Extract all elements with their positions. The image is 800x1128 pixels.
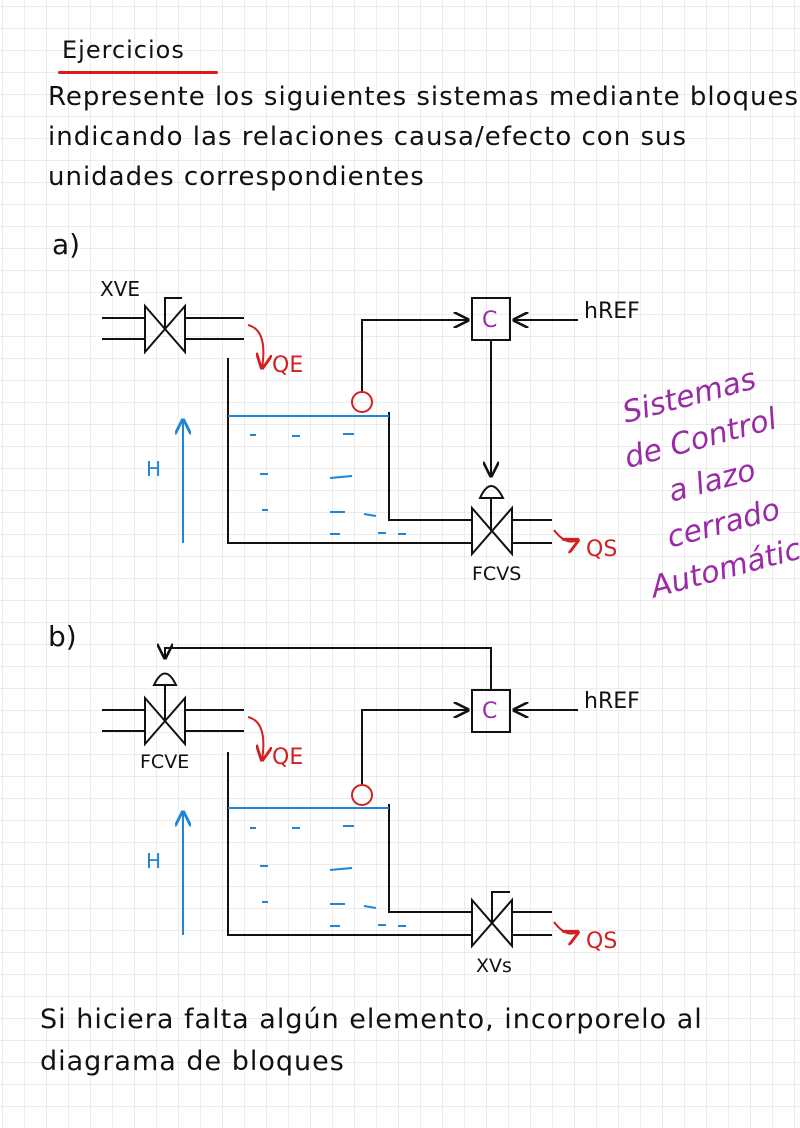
- inlet-valve-label-b: FCVE: [140, 751, 189, 773]
- valve-handle-b: [491, 891, 510, 923]
- tank-a: [227, 358, 472, 544]
- level-sensor-b: [351, 784, 373, 806]
- actuator-b: [152, 672, 178, 686]
- inlet-valve-a: [144, 303, 186, 355]
- outlet-flow-arrow-a: [553, 529, 578, 542]
- footer-line-1: Si hiciera falta algún elemento, incorpo…: [40, 1004, 703, 1035]
- outlet-flow-arrow-b: [553, 921, 578, 934]
- inlet-flow-arrow-b: [247, 716, 263, 760]
- sensor-line-b: [361, 710, 468, 784]
- valve-handle-a: [164, 297, 182, 329]
- outlet-flow-label-a: QS: [586, 537, 617, 562]
- outlet-flow-label-b: QS: [586, 929, 617, 954]
- intro-line-2: indicando las relaciones causa/efecto co…: [48, 122, 688, 152]
- water-dashes-a: [250, 433, 406, 535]
- inlet-valve-b: [144, 695, 186, 747]
- tank-b: [227, 752, 472, 936]
- level-label-a: H: [146, 457, 161, 481]
- control-signal-b: [165, 648, 492, 690]
- controller-label-a: C: [482, 308, 497, 333]
- inlet-valve-label-a: XVE: [100, 277, 140, 301]
- intro-line-3: unidades correspondientes: [48, 162, 425, 192]
- inlet-flow-label-b: QE: [272, 745, 303, 770]
- outlet-valve-label-a: FCVS: [472, 563, 521, 585]
- outlet-valve-a: [471, 505, 513, 557]
- actuator-a: [478, 485, 505, 499]
- controller-box-b: [471, 689, 511, 733]
- page-title: Ejercicios: [62, 36, 185, 64]
- sensor-line-a: [361, 320, 468, 392]
- reference-label-b: hREF: [584, 689, 640, 714]
- diagram-b: [102, 648, 578, 949]
- outlet-valve-label-b: XVs: [476, 955, 512, 977]
- level-sensor-a: [351, 391, 373, 413]
- part-a-label: a): [52, 228, 81, 261]
- inlet-flow-label-a: QE: [272, 353, 303, 378]
- reference-label-a: hREF: [584, 299, 640, 324]
- inlet-flow-arrow-a: [247, 324, 263, 368]
- title-underline: [58, 71, 218, 74]
- controller-label-b: C: [482, 699, 497, 724]
- level-label-b: H: [146, 849, 161, 873]
- footer-line-2: diagrama de bloques: [40, 1046, 345, 1077]
- water-dashes-b: [250, 825, 406, 927]
- diagram-a: [102, 297, 578, 557]
- part-b-label: b): [48, 620, 77, 653]
- intro-line-1: Represente los siguientes sistemas media…: [48, 82, 800, 112]
- outlet-valve-b: [471, 897, 513, 949]
